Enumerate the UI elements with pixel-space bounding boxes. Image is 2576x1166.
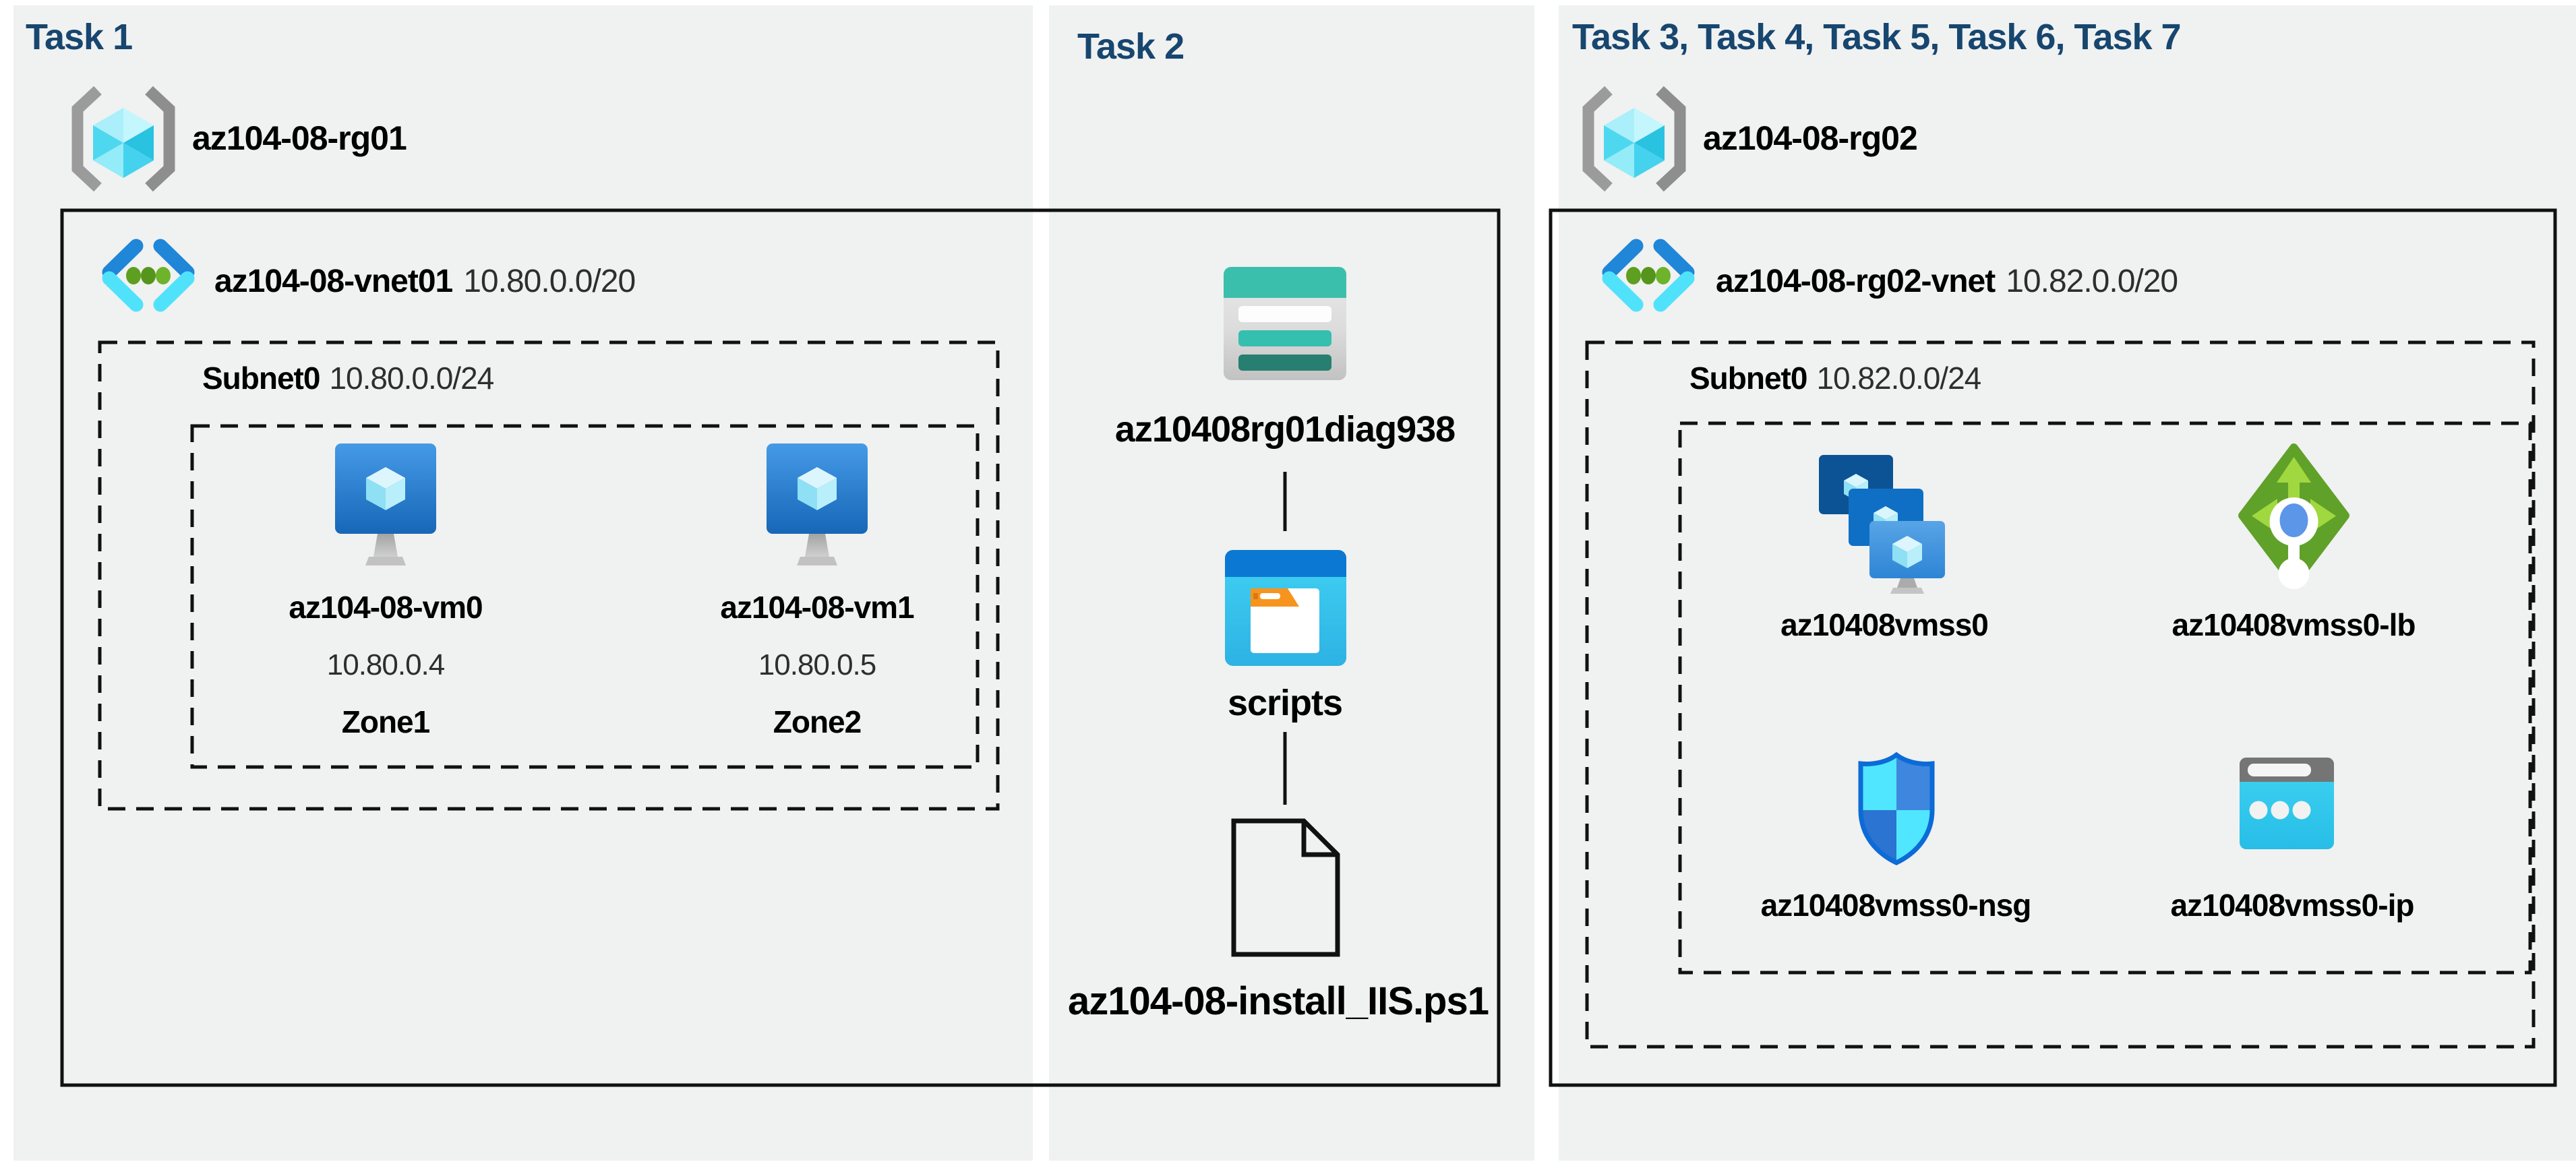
vm0-ip: 10.80.0.4 bbox=[326, 648, 446, 681]
resource-group-icon bbox=[69, 85, 177, 193]
vmss-group-dashed-box bbox=[1678, 421, 2532, 975]
subnet0-rg01-name: Subnet0 bbox=[202, 361, 320, 396]
blob-container-icon bbox=[1225, 550, 1346, 666]
subnet0-rg02-dashed-box bbox=[1585, 340, 2536, 1049]
virtual-machine-icon bbox=[335, 443, 436, 572]
task1-heading: Task 1 bbox=[26, 17, 133, 57]
virtual-network-icon bbox=[98, 237, 199, 315]
vnet02-cidr: 10.82.0.0/20 bbox=[2006, 264, 2178, 299]
task2-heading: Task 2 bbox=[1077, 26, 1185, 67]
rg02-boundary-box bbox=[1549, 208, 2557, 1087]
subnet0-rg02-label: Subnet0 10.82.0.0/24 bbox=[1689, 360, 1981, 396]
script-file-label: az104-08-install_IIS.ps1 bbox=[1068, 979, 1489, 1023]
vm1-ip: 10.80.0.5 bbox=[758, 648, 877, 681]
panel-task3 bbox=[1559, 5, 2576, 1161]
vmss-label: az10408vmss0 bbox=[1780, 607, 1989, 642]
task3-heading: Task 3, Task 4, Task 5, Task 6, Task 7 bbox=[1572, 17, 2182, 57]
vnet02-name: az104-08-rg02-vnet bbox=[1716, 264, 1996, 299]
vm-scale-set-icon bbox=[1819, 455, 1947, 594]
load-balancer-icon bbox=[2238, 443, 2349, 593]
public-ip-label: az10408vmss0-ip bbox=[2170, 888, 2415, 923]
public-ip-icon bbox=[2240, 758, 2334, 849]
vnet01-label: az104-08-vnet01 10.80.0.0/20 bbox=[214, 263, 636, 300]
vm0-name: az104-08-vm0 bbox=[289, 590, 483, 625]
rg01-boundary-box bbox=[60, 208, 1501, 1087]
resource-group-icon bbox=[1580, 85, 1688, 193]
vnet01-name: az104-08-vnet01 bbox=[214, 264, 453, 299]
vnet01-cidr: 10.80.0.0/20 bbox=[463, 264, 636, 299]
vm-group-dashed-box bbox=[190, 424, 980, 769]
subnet0-rg02-name: Subnet0 bbox=[1689, 361, 1807, 396]
container-label: scripts bbox=[1227, 683, 1343, 723]
panel-task1 bbox=[13, 5, 1033, 1161]
subnet0-rg01-cidr: 10.80.0.0/24 bbox=[329, 361, 494, 396]
vnet02-label: az104-08-rg02-vnet 10.82.0.0/20 bbox=[1716, 263, 2178, 300]
vm1-zone: Zone2 bbox=[773, 704, 862, 739]
network-security-group-icon bbox=[1853, 751, 1940, 867]
storage-account-label: az10408rg01diag938 bbox=[1114, 409, 1456, 450]
virtual-machine-icon bbox=[767, 443, 868, 572]
diagnostics-storage-icon bbox=[1224, 267, 1346, 380]
subnet0-rg02-cidr: 10.82.0.0/24 bbox=[1816, 361, 1981, 396]
vm1-name: az104-08-vm1 bbox=[720, 590, 914, 625]
virtual-network-icon bbox=[1598, 237, 1699, 315]
rg02-label: az104-08-rg02 bbox=[1703, 119, 1918, 157]
subnet0-rg01-label: Subnet0 10.80.0.0/24 bbox=[202, 360, 494, 396]
rg01-label: az104-08-rg01 bbox=[192, 119, 407, 157]
nsg-label: az10408vmss0-nsg bbox=[1760, 888, 2032, 923]
file-icon bbox=[1228, 816, 1343, 960]
load-balancer-label: az10408vmss0-lb bbox=[2171, 607, 2416, 642]
subnet0-rg01-dashed-box bbox=[98, 340, 1000, 811]
vm0-zone: Zone1 bbox=[341, 704, 430, 739]
